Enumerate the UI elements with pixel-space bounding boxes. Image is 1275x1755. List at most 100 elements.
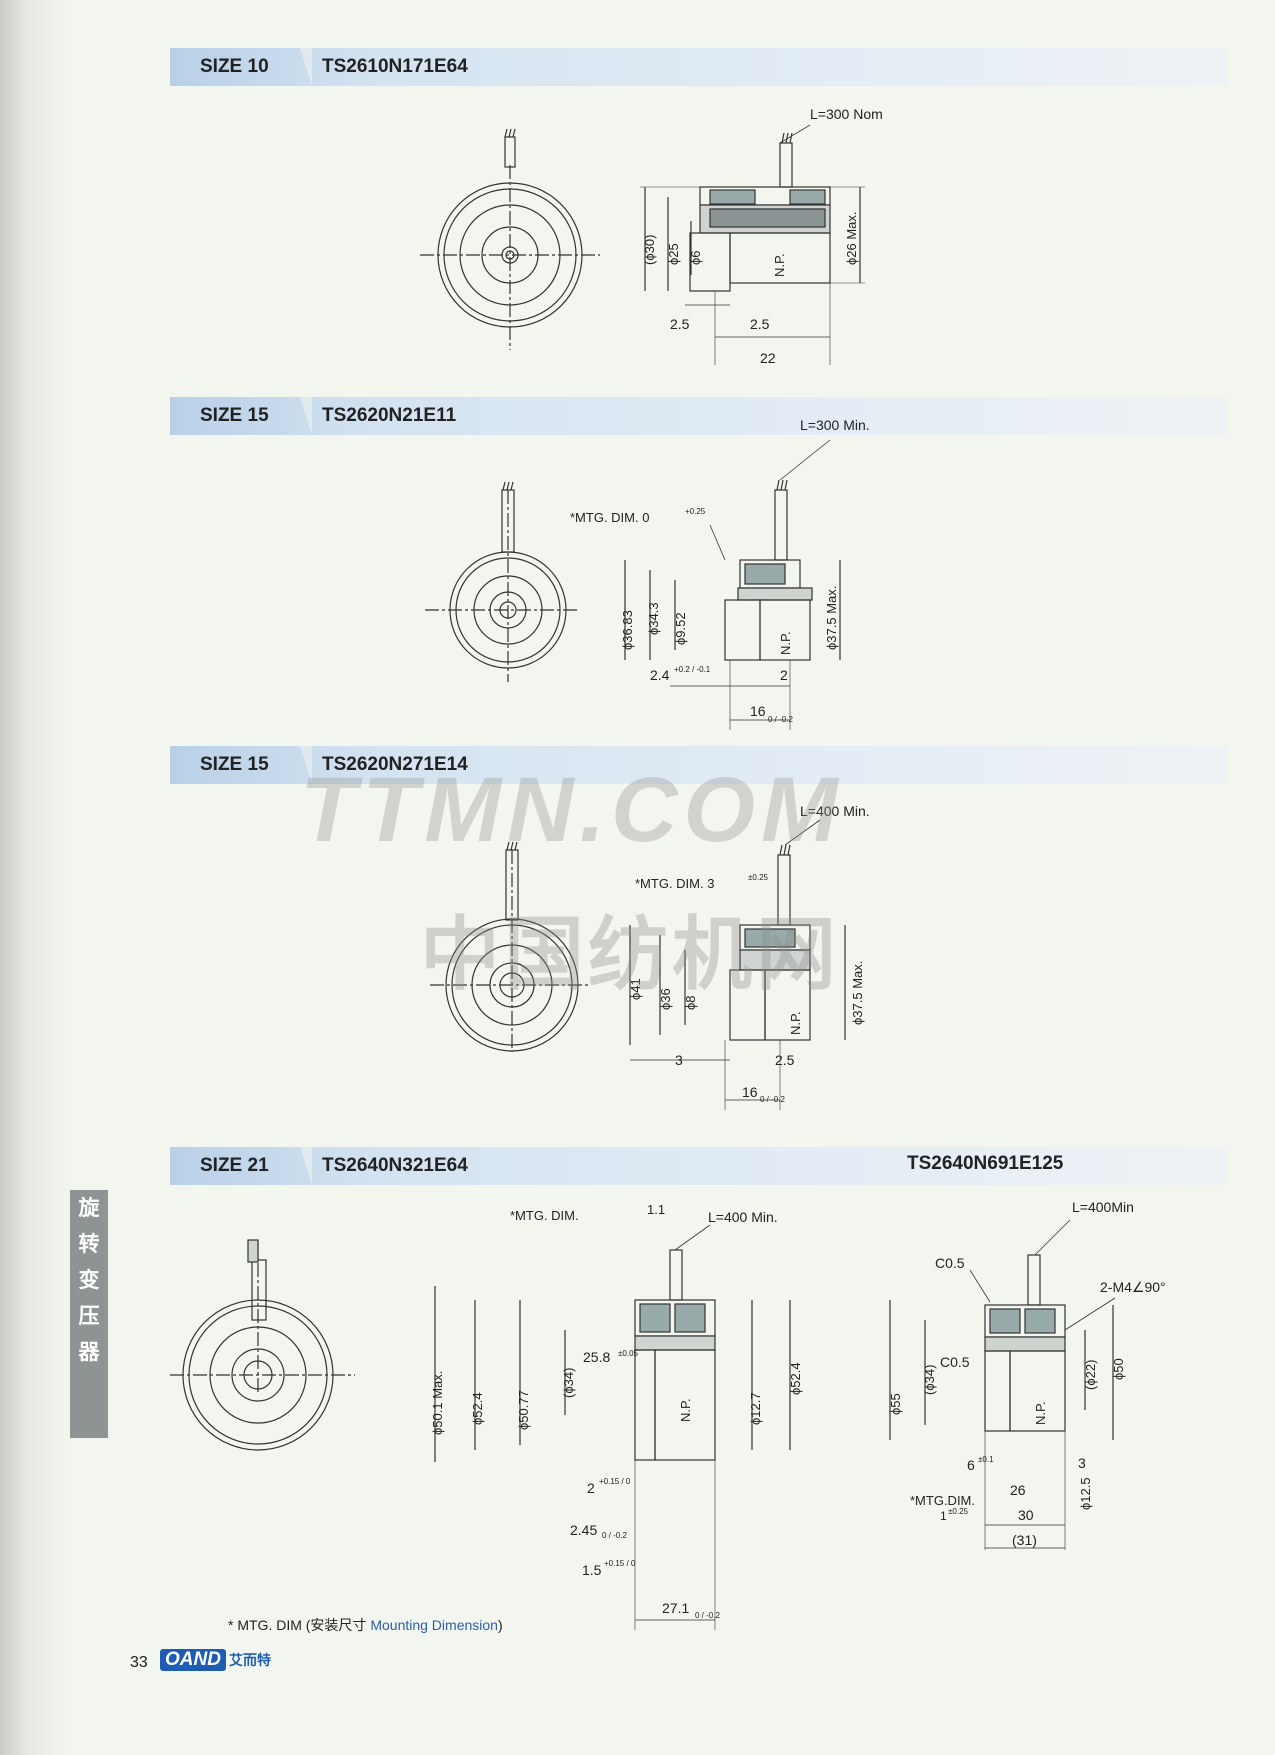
side-tab-char: 旋 [78,1196,100,1220]
model-number: TS2620N271E14 [322,754,468,775]
mtg-dim: *MTG. DIM. 0 [570,510,649,525]
mtg-tol: ±0.25 [748,873,769,882]
mtg-dim-value: 1 [940,1509,947,1523]
dim-length-tol: 0 / -0.2 [768,715,793,724]
page-number: 33 [130,1654,148,1671]
front-view [170,1239,355,1451]
np-label: N.P. [788,1011,803,1035]
front-view [425,481,580,682]
size-label: SIZE 21 [200,1155,269,1176]
chamfer-2: C0.5 [940,1354,970,1370]
dim-d6: ϕ12.7 [748,1392,763,1425]
dim-max: ϕ37.5 Max. [850,961,865,1025]
drawing-size15a: N.P. ϕ36.83 ϕ34.3 ϕ9.52 ϕ37.5 Max. L=300… [425,417,870,730]
dim-d3: ϕ9.52 [673,612,688,645]
dim-d1: ϕ36.83 [620,610,635,650]
dim-length: 16 [742,1084,758,1100]
side-view: N.P. ϕ36.83 ϕ34.3 ϕ9.52 ϕ37.5 Max. L=300… [570,417,870,730]
dim-b-tol: 0 / -0.2 [602,1531,627,1540]
size-label: SIZE 10 [200,56,269,77]
dim-d4: (ϕ34) [561,1368,576,1398]
size-label: SIZE 15 [200,754,269,775]
dim-a-tol: +0.15 / 0 [599,1477,631,1486]
mtg-dim: *MTG. DIM. [510,1208,579,1223]
side-tab-char: 器 [78,1340,100,1364]
np-label: N.P. [678,1398,693,1422]
dim-c-tol: +0.15 / 0 [604,1559,636,1568]
section-header-size15b: SIZE 15 TS2620N271E14 [170,746,1227,784]
model-number: TS2640N321E64 [322,1155,468,1176]
dim-d3: ϕ50.77 [516,1390,531,1430]
footnote: * MTG. DIM (安装尺寸 Mounting Dimension) [228,1615,503,1635]
dim-d2: ϕ52.4 [470,1392,485,1425]
lead-length: L=300 Nom [810,106,883,122]
mtg-dim: *MTG.DIM. [910,1493,975,1508]
model-number: TS2610N171E64 [322,56,468,77]
dim-d2: ϕ25 [666,243,681,265]
dim-d2: ϕ36 [658,988,673,1010]
dim-c: 3 [1078,1455,1086,1471]
side-tab-char: 变 [78,1268,100,1292]
lead-length: L=300 Min. [800,417,870,433]
dim-d5: ϕ12.5 [1078,1477,1093,1510]
watermark-cn: 中国纺机网 [420,908,840,1001]
dim-d5: 25.8 [583,1349,610,1365]
dim-d3: ϕ8 [683,995,698,1010]
dim-b: 2.45 [570,1522,597,1538]
lead-length: L=400Min [1072,1199,1134,1215]
section-header-size21: SIZE 21 TS2640N321E64 TS2640N691E125 [170,1147,1227,1185]
lead-length: L=400 Min. [708,1209,778,1225]
dim-length-2: (31) [1012,1532,1037,1548]
dim-d1: ϕ50.1 Max. [430,1371,445,1435]
chamfer-1: C0.5 [935,1255,965,1271]
front-view [420,128,600,350]
side-tab-char: 压 [78,1304,100,1328]
side-view: N.P. ϕ41 ϕ36 ϕ8 ϕ37.5 Max. L=400 Min. *M… [628,803,870,1110]
dim-d2: (ϕ34) [922,1365,937,1395]
dim-d2: ϕ34.3 [646,602,661,635]
front-view [430,841,590,1052]
dim-d7: ϕ52.4 [788,1362,803,1395]
footnote-prefix: * MTG. DIM (安装尺寸 [228,1617,371,1633]
side-tab-char: 转 [78,1232,100,1256]
dim-c: 1.5 [582,1562,602,1578]
dim-d1: ϕ55 [888,1393,903,1415]
band-notch [300,746,312,784]
side-view-2: N.P. ϕ55 (ϕ34) (ϕ22) ϕ50 ϕ12.5 L=400Min … [888,1199,1166,1550]
side-view-1: N.P. ϕ50.1 Max. ϕ52.4 ϕ50.77 (ϕ34) 25.8 … [430,1202,803,1630]
section-header-size10: SIZE 10 TS2610N171E64 [170,48,1227,86]
dim-length-tol: 0 / -0.2 [760,1095,785,1104]
dim-max: ϕ37.5 Max. [824,586,839,650]
band-notch [300,48,312,86]
drawing-size21: N.P. ϕ50.1 Max. ϕ52.4 ϕ50.77 (ϕ34) 25.8 … [170,1199,1166,1630]
side-view: N.P. (ϕ30) ϕ25 ϕ6 ϕ26 Max. L=300 Nom 2.5… [640,106,883,366]
drawing-size10: N.P. (ϕ30) ϕ25 ϕ6 ϕ26 Max. L=300 Nom 2.5… [420,106,883,366]
dim-a: 2 [587,1480,595,1496]
dim-b: 26 [1010,1482,1026,1498]
thread-spec: 2-M4∠90° [1100,1279,1166,1295]
side-tab-label: 旋转变压器 [70,1190,108,1370]
mtg-dim: *MTG. DIM. 3 [635,876,714,891]
np-label: N.P. [772,253,787,277]
dim-a-tol: ±0.1 [978,1455,994,1464]
dim-b: 2.5 [775,1052,795,1068]
model-number-2: TS2640N691E125 [907,1153,1064,1174]
dim-length: 16 [750,703,766,719]
watermark-text: TTMN.COM [300,759,844,861]
dim-length-tol: 0 / -0.2 [695,1611,720,1620]
dim-a: 6 [967,1457,975,1473]
dim-d1: ϕ41 [628,978,643,1000]
brand-cn: 艾而特 [228,1653,271,1669]
dim-length: 27.1 [662,1600,689,1616]
dim-b: 2 [780,667,788,683]
dim-d3: (ϕ22) [1083,1360,1098,1390]
dim-max: ϕ26 Max. [844,211,859,265]
section-header-size15a: SIZE 15 TS2620N21E11 [170,397,1227,435]
dim-d4: ϕ50 [1111,1358,1126,1380]
footnote-en: Mounting Dimension [370,1617,498,1633]
np-label: N.P. [778,631,793,655]
size-label: SIZE 15 [200,405,269,426]
lead-length: L=400 Min. [800,803,870,819]
side-category-tab: 旋转变压器 [70,1190,108,1438]
